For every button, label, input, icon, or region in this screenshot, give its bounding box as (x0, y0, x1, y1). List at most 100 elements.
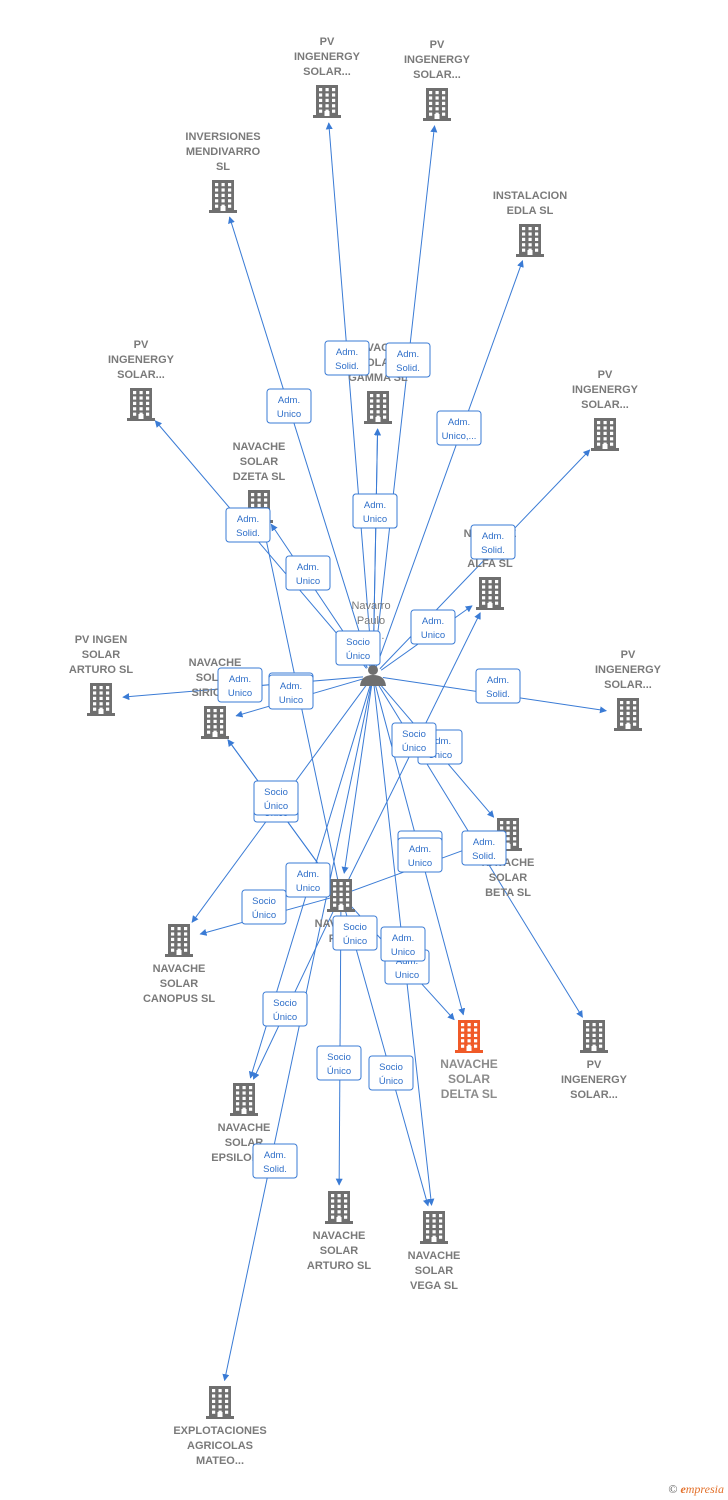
relation-label[interactable]: Adm.Unico (268, 674, 314, 710)
relation-label-line: Adm. (392, 933, 414, 944)
company-label-line: SOLAR (240, 456, 279, 468)
company-label-line: PV (320, 36, 335, 48)
relation-label-line: Único (252, 910, 276, 921)
relation-label[interactable]: Adm. Unico (410, 609, 456, 645)
relation-label[interactable]: Adm.Unico (352, 493, 398, 529)
relation-labels-layer: Adm.Solid.Adm.Solid.Adm.UnicoAdm.Unico,.… (217, 340, 521, 1179)
building-icon-focus (455, 1020, 483, 1053)
building-icon (476, 577, 504, 610)
company-label-line: PV (134, 339, 149, 351)
company-label-line: PV (598, 369, 613, 381)
company-label-line: NAVACHE (313, 1230, 366, 1242)
company-label-line: PV (621, 649, 636, 661)
relation-label-line: Solid. (481, 545, 505, 556)
company-node-explotaciones[interactable]: EXPLOTACIONESAGRICOLASMATEO... (173, 1386, 267, 1467)
relation-label-line: Unico (428, 750, 452, 761)
relation-label-line: Adm. (229, 674, 251, 685)
relation-label[interactable]: Adm.Unico,... (436, 410, 482, 446)
relation-label-line: Unico (421, 630, 445, 641)
company-label-line: SOLAR (82, 649, 121, 661)
company-label-line: SOLAR... (604, 679, 652, 691)
relation-label[interactable]: Adm. Solid. (385, 342, 431, 378)
company-node-pv-c[interactable]: PVINGENERGYSOLAR... (108, 339, 175, 421)
relation-label[interactable]: Adm.Unico (285, 862, 331, 898)
relation-label-line: Adm. (397, 349, 419, 360)
relation-label[interactable]: Adm.Unico (266, 388, 312, 424)
company-node-pv-f[interactable]: PVINGENERGYSOLAR... (561, 1020, 628, 1101)
edge-person-to-pv-c (154, 420, 367, 669)
relation-label[interactable]: Adm.Solid. (225, 507, 271, 543)
relation-label-line: Solid. (396, 363, 420, 374)
building-icon (206, 1386, 234, 1419)
relation-label-line: Unico,... (442, 431, 477, 442)
relation-label-line: Adm. (336, 347, 358, 358)
relation-label[interactable]: Adm.Unico (285, 555, 331, 591)
company-node-pv-e[interactable]: PV INGENERGY SOLAR... (595, 649, 662, 731)
company-label-line: DZETA SL (233, 471, 286, 483)
company-label-line: CANOPUS SL (143, 993, 215, 1005)
relation-label-line: Único (402, 743, 426, 754)
company-label-line: INGENERGY (572, 384, 639, 396)
relation-label-line: Solid. (236, 528, 260, 539)
person-label-line: Paulo (357, 615, 385, 627)
edge-person-to-inversiones (228, 216, 371, 667)
company-node-pv-a[interactable]: PVINGENERGYSOLAR... (294, 36, 361, 118)
company-label-line: VEGA SL (410, 1280, 458, 1292)
building-icon (87, 683, 115, 716)
company-label-line: SOLAR... (570, 1089, 618, 1101)
building-icon (165, 924, 193, 957)
relation-label[interactable]: Adm.Solid. (461, 830, 507, 866)
relation-label-line: Socio (264, 787, 288, 798)
relation-label-line: Adm. (487, 675, 509, 686)
company-label-line: MENDIVARRO (186, 146, 261, 158)
company-label-line: INGENERGY (404, 54, 471, 66)
relation-label[interactable]: Adm.Unico (217, 667, 263, 703)
relation-label-line: Unico (296, 576, 320, 587)
relation-label[interactable]: Adm. Unico (380, 926, 426, 962)
edge-navache-pu-to-vega (343, 904, 430, 1207)
relation-label[interactable]: Adm.Solid. (470, 524, 516, 560)
company-label-line: INSTALACION (493, 190, 567, 202)
company-label-line: SOLAR... (581, 399, 629, 411)
company-node-pv-d[interactable]: PV INGENERGY SOLAR... (572, 369, 639, 451)
company-label-line: SOLAR... (413, 69, 461, 81)
company-label-line: INGENERGY (294, 51, 361, 63)
company-label-line: MATEO... (196, 1455, 244, 1467)
relation-label[interactable]: Adm.Unico (397, 837, 443, 873)
company-label-line: NAVACHE (233, 441, 286, 453)
relation-label-line: Único (343, 936, 367, 947)
edge-person-to-gamma (372, 428, 381, 667)
relation-label-line: Unico (391, 947, 415, 958)
company-label-line: SOLAR (448, 1072, 490, 1086)
relation-label-line: Adm. (422, 616, 444, 627)
relation-label-line: Adm. (409, 844, 431, 855)
relation-label[interactable]: Adm.Solid. (252, 1143, 298, 1179)
relation-label[interactable]: Adm.Solid. (475, 668, 521, 704)
edge-person-to-navache-pu (341, 685, 373, 874)
relation-label-line: Adm. (280, 681, 302, 692)
building-icon (516, 224, 544, 257)
building-icon (201, 706, 229, 739)
relation-label[interactable]: Adm.Solid. (324, 340, 370, 376)
footer-brand[interactable]: © empresia (668, 1482, 724, 1497)
company-node-pv-b[interactable]: PVINGENERGYSOLAR... (404, 39, 471, 121)
company-label-line: INGENERGY (595, 664, 662, 676)
building-icon (591, 418, 619, 451)
relation-label-line: Adm. (429, 736, 451, 747)
